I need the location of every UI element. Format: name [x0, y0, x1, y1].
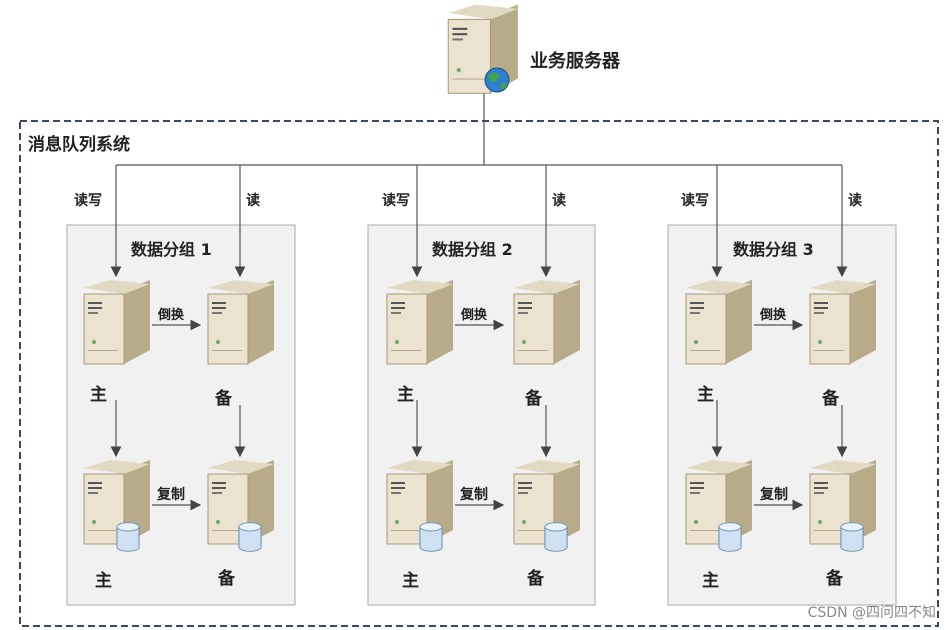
- group-title-3: 数据分组 3: [733, 240, 814, 259]
- connection-lines: [110, 90, 848, 511]
- backup-label: 备: [525, 389, 542, 409]
- read-write-label: 读写: [382, 193, 410, 209]
- primary-label: 主: [397, 385, 414, 405]
- primary-label: 主: [702, 571, 719, 591]
- read-label: 读: [246, 193, 260, 209]
- backup-label: 备: [218, 569, 235, 589]
- primary-label: 主: [95, 571, 112, 591]
- replicate-label: 复制: [157, 487, 185, 503]
- database-icon: [840, 522, 864, 552]
- group-title-1: 数据分组 1: [131, 240, 212, 259]
- read-label: 读: [552, 193, 566, 209]
- read-label: 读: [848, 193, 862, 209]
- globe-icon: [484, 67, 510, 93]
- database-icon: [419, 522, 443, 552]
- system-label: 消息队列系统: [28, 135, 130, 155]
- read-write-label: 读写: [681, 193, 709, 209]
- database-icon: [238, 522, 262, 552]
- database-icon: [116, 522, 140, 552]
- backup-label: 备: [822, 389, 839, 409]
- backup-label: 备: [826, 569, 843, 589]
- watermark: CSDN @四问四不知: [807, 605, 936, 621]
- replicate-label: 复制: [460, 487, 488, 503]
- database-icon: [718, 522, 742, 552]
- group-title-2: 数据分组 2: [432, 240, 513, 259]
- replicate-label: 复制: [760, 487, 788, 503]
- failover-label: 倒换: [760, 308, 787, 323]
- system-boundary: [19, 120, 939, 627]
- failover-label: 倒换: [158, 308, 185, 323]
- backup-label: 备: [215, 389, 232, 409]
- failover-label: 倒换: [461, 308, 488, 323]
- backup-label: 备: [527, 569, 544, 589]
- primary-label: 主: [697, 385, 714, 405]
- primary-label: 主: [90, 385, 107, 405]
- read-write-label: 读写: [74, 193, 102, 209]
- database-icon: [544, 522, 568, 552]
- business-server-label: 业务服务器: [530, 51, 620, 72]
- primary-label: 主: [402, 571, 419, 591]
